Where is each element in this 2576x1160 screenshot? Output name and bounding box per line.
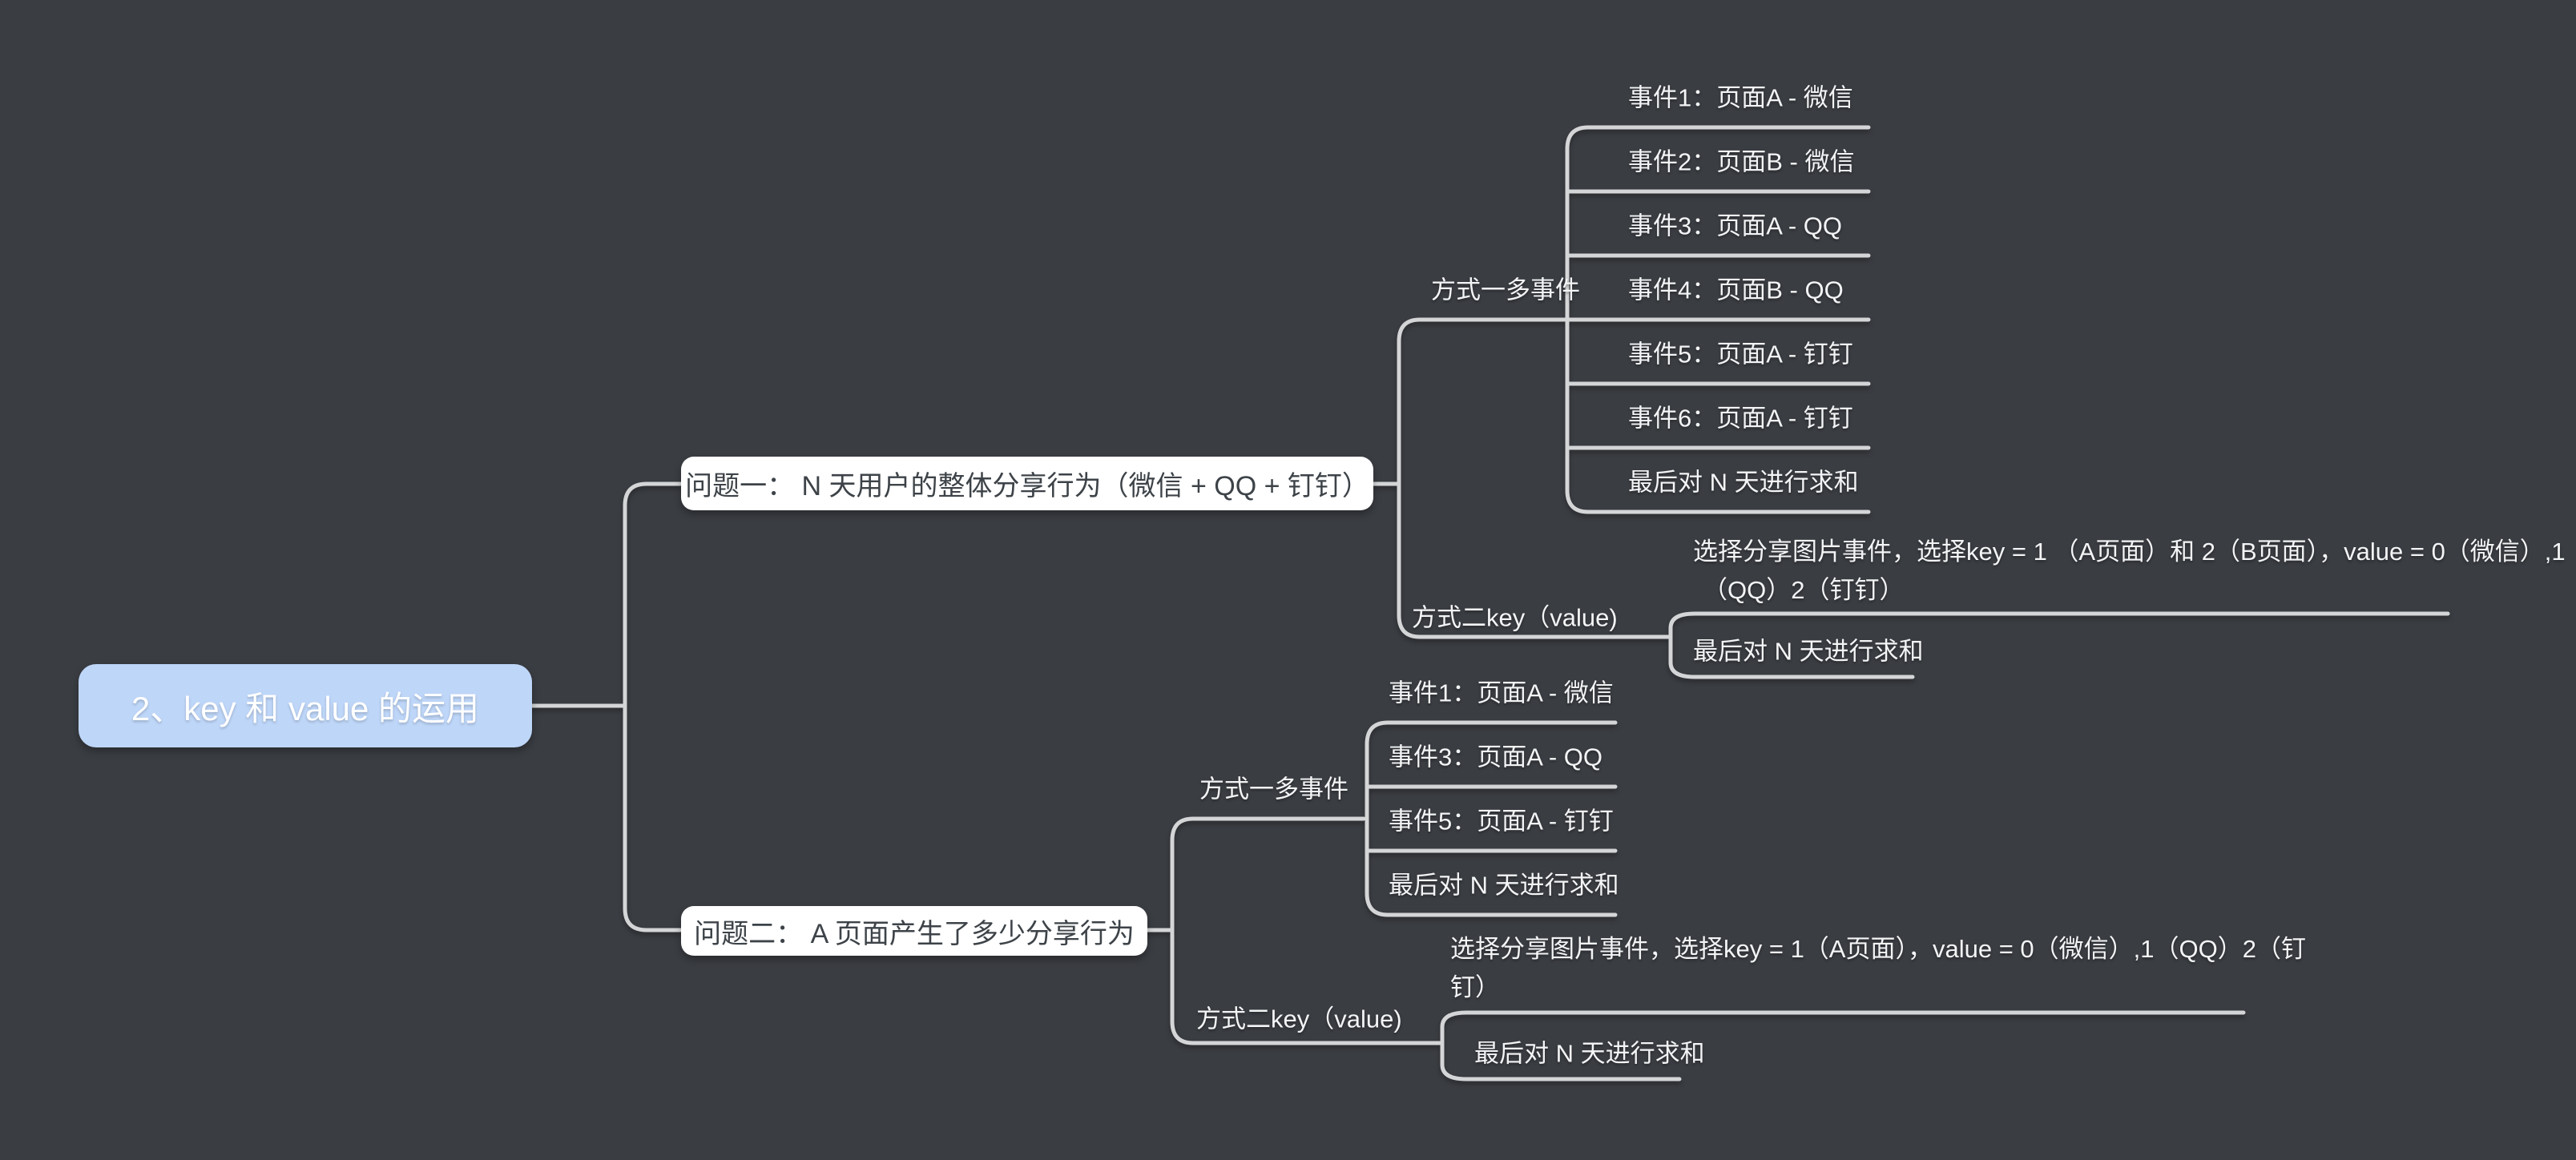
- p1-event-5[interactable]: 事件5：页面A - 钉钉: [1628, 340, 1853, 369]
- p1-method2-sum[interactable]: 最后对 N 天进行求和: [1693, 637, 1924, 666]
- trunk-problem2-methods: [1170, 816, 1445, 1045]
- trunk-problem1-methods: [1397, 317, 1871, 639]
- p2-note-line1: 选择分享图片事件，选择key = 1（A页面），value = 0（微信）,1（…: [1450, 935, 2306, 963]
- problem1-topic[interactable]: 问题一： N 天用户的整体分享行为（微信 + QQ + 钉钉）: [681, 457, 1373, 510]
- p1-event-1[interactable]: 事件1：页面A - 微信: [1628, 83, 1853, 112]
- p1-note-line1: 选择分享图片事件，选择key = 1 （A页面）和 2（B页面），value =…: [1693, 538, 2566, 566]
- p2-method2-sum[interactable]: 最后对 N 天进行求和: [1474, 1039, 1705, 1068]
- bracket-p2-method2: [1440, 1010, 1469, 1081]
- p1-method2-note[interactable]: 选择分享图片事件，选择key = 1 （A页面）和 2（B页面），value =…: [1693, 533, 2566, 610]
- root-topic[interactable]: 2、key 和 value 的运用: [79, 664, 532, 747]
- problem2-topic[interactable]: 问题二： A 页面产生了多少分享行为: [681, 906, 1147, 956]
- p1-method2-label[interactable]: 方式二key（value): [1412, 603, 1618, 632]
- trunk-p1-events: [1565, 125, 1871, 514]
- trunk-p2-events: [1365, 720, 1618, 917]
- p2-method2-note[interactable]: 选择分享图片事件，选择key = 1（A页面），value = 0（微信）,1（…: [1450, 930, 2306, 1007]
- p1-method1-label[interactable]: 方式一多事件: [1431, 276, 1580, 304]
- p1-event-4[interactable]: 事件4：页面B - QQ: [1628, 276, 1844, 304]
- p1-event-6[interactable]: 事件6：页面A - 钉钉: [1628, 404, 1853, 433]
- p2-event-5[interactable]: 事件5：页面A - 钉钉: [1389, 807, 1614, 836]
- p2-method2-label[interactable]: 方式二key（value): [1196, 1005, 1402, 1033]
- p1-event-3[interactable]: 事件3：页面A - QQ: [1628, 211, 1842, 240]
- p1-event-2[interactable]: 事件2：页面B - 微信: [1628, 147, 1855, 176]
- p2-method1-label[interactable]: 方式一多事件: [1199, 775, 1348, 804]
- p2-note-line2: 钉）: [1450, 973, 1500, 1001]
- p2-event-1[interactable]: 事件1：页面A - 微信: [1389, 679, 1614, 707]
- bracket-p1-method2: [1668, 611, 1697, 679]
- p2-sum-events[interactable]: 最后对 N 天进行求和: [1389, 871, 1619, 900]
- p1-sum-events[interactable]: 最后对 N 天进行求和: [1628, 468, 1859, 497]
- p1-note-line2: （QQ）2（钉钉）: [1703, 576, 1905, 604]
- trunk-root-problems: [623, 481, 683, 932]
- p2-event-3[interactable]: 事件3：页面A - QQ: [1389, 743, 1602, 771]
